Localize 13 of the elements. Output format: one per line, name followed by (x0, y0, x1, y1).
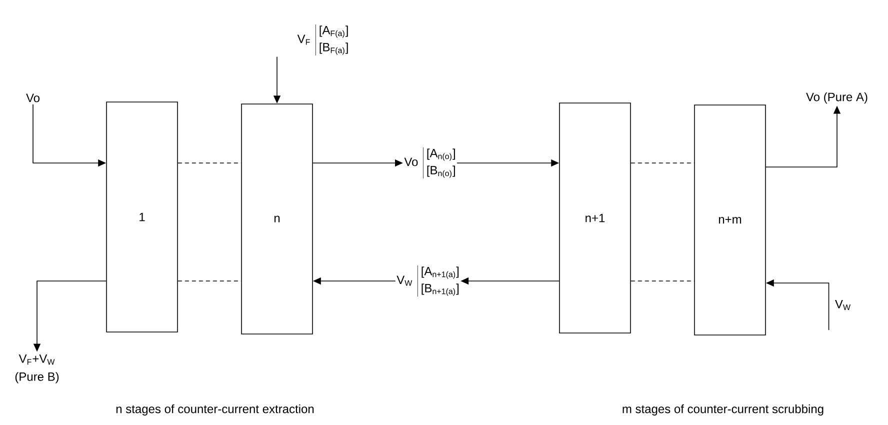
stream-label: Vo (26, 94, 40, 102)
stream-label: V$_{F}$+V$_{W}$ (Pure B) (15, 354, 59, 384)
caption: m stages of counter-current scrubbing (622, 404, 824, 416)
stage-box: n+1 (559, 102, 631, 334)
stream-label: V$_{W}$ [A$_{n+1(a)}$] [B$_{n+1(a)}$] (396, 265, 459, 297)
caption: n stages of counter-current extraction (116, 404, 314, 416)
stage-box: n (241, 104, 313, 334)
stage-box: n+m (694, 104, 766, 336)
stream-label: Vo [A$_{n(o)}$] [B$_{n(o)}$] (404, 147, 455, 179)
stage-box: 1 (106, 102, 178, 332)
stream-label: Vo (Pure A) (806, 92, 868, 104)
stream-label: V$_{W}$ (835, 300, 850, 310)
stream-label: V$_{F}$ [A$_{F(a)}$] [B$_{F(a)}$] (297, 24, 348, 56)
